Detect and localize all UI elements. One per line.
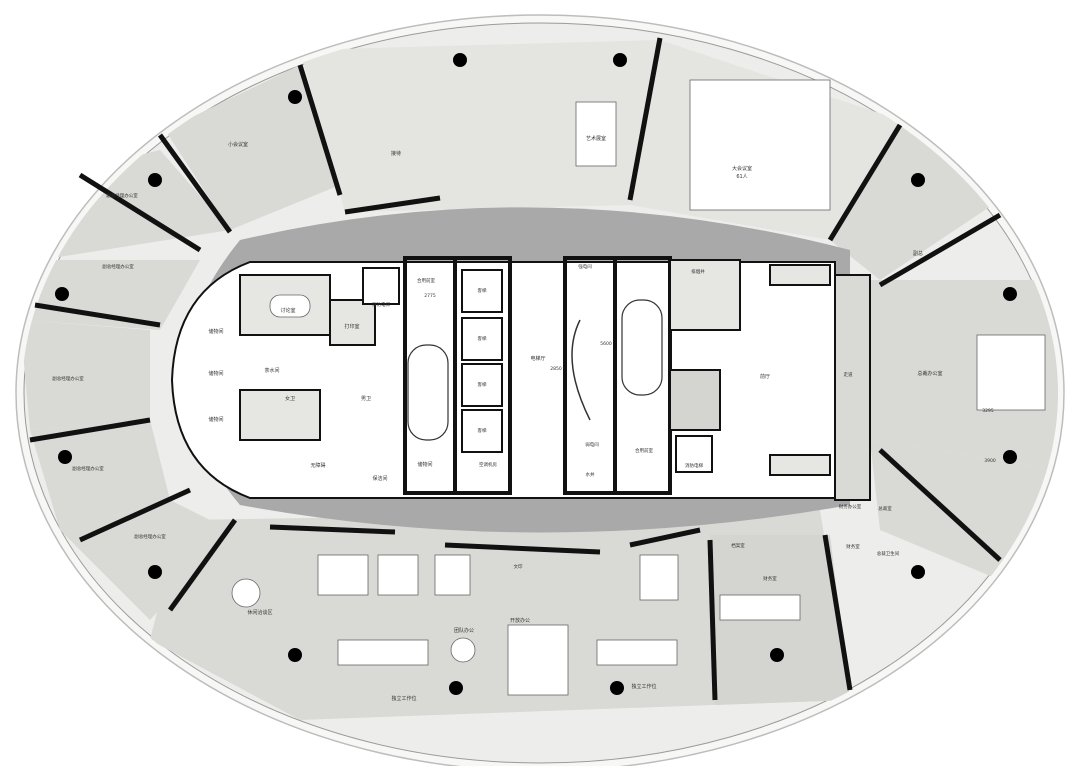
label-president: 总裁办公室: [917, 370, 942, 377]
label-fire-elevator-1: 消防电梯: [372, 301, 390, 308]
label-lobby: 前厅: [760, 373, 770, 380]
label-cleaning: 保洁间: [372, 475, 387, 482]
label-elevator-1: 客梯: [478, 287, 487, 294]
room-labels: 小会议室 副总经理办公室 副总经理办公室 副总经理办公室 副总经理办公室 副总经…: [52, 135, 996, 702]
label-storage-1: 储物间: [208, 328, 223, 335]
label-dim-5: 2775: [424, 293, 436, 299]
label-stair-front: 合用前室: [417, 277, 435, 284]
label-discussion: 讨论室: [280, 307, 295, 314]
label-independent-2: 独立工作位: [631, 683, 656, 690]
label-dim-3: 2850: [550, 366, 562, 372]
label-large-meeting-cap: 61人: [736, 174, 747, 180]
label-finance-2: 财务室: [763, 575, 777, 582]
office-deputy-2: [22, 260, 200, 330]
label-stair-front-2: 合用前室: [635, 447, 653, 454]
office-right-1: [830, 120, 1000, 280]
label-leisure: 休闲洽谈区: [247, 609, 272, 616]
label-deputy-4: 副总经理办公室: [72, 465, 104, 472]
label-deputy-5: 副总经理办公室: [134, 533, 166, 540]
label-smoke: 排烟井: [691, 268, 705, 275]
label-water: 水井: [586, 471, 595, 478]
label-team-office: 团队办公: [454, 627, 474, 634]
label-weak-elec: 弱电间: [585, 441, 599, 448]
label-male-toilet: 男卫: [361, 396, 371, 402]
office-right-3: [870, 440, 1058, 580]
office-small-meeting: [165, 65, 340, 230]
label-elevator-4: 客梯: [478, 427, 487, 434]
label-reception: 接待: [391, 150, 401, 157]
label-president-top: 副总: [913, 250, 923, 257]
core-partitions: [239, 256, 871, 501]
art-exhibition: [300, 40, 660, 212]
label-elevator-3: 客梯: [478, 381, 487, 388]
label-mechanical: 空调机房: [479, 461, 497, 468]
label-dim-2: 3900: [984, 458, 996, 464]
office-deputy-4: [30, 420, 170, 530]
label-elevator-2: 客梯: [478, 335, 487, 342]
label-deputy-3: 副总经理办公室: [52, 375, 84, 382]
label-finance-room: 财务室: [846, 543, 860, 550]
label-dim-1: 3295: [982, 408, 994, 414]
label-finance-office: 财务办公室: [839, 503, 862, 510]
label-open-office: 开放办公: [510, 617, 530, 624]
label-small-meeting: 小会议室: [228, 141, 248, 148]
label-art-room: 艺术展室: [586, 135, 606, 142]
label-corridor: 走道: [844, 371, 853, 378]
label-elevator-hall: 电梯厅: [530, 355, 545, 362]
label-independent-1: 独立工作位: [391, 695, 416, 702]
label-president-toilet: 总裁卫生间: [877, 550, 900, 557]
furniture-desks: [231, 79, 1046, 696]
label-print-2: 文印: [514, 563, 523, 570]
office-deputy-3: [22, 320, 150, 430]
label-fire-elevator-2: 消防电梯: [685, 462, 703, 469]
label-pantry: 茶水间: [264, 367, 279, 374]
label-large-meeting: 大会议室: [732, 165, 752, 172]
office-sectors: [22, 40, 1058, 720]
label-deputy-1: 副总经理办公室: [106, 192, 138, 199]
label-elec: 强电间: [578, 263, 592, 270]
label-storage-3: 储物间: [208, 416, 223, 423]
label-dim-4: 5600: [600, 341, 612, 347]
label-female-toilet: 女卫: [285, 395, 295, 402]
label-deputy-2: 副总经理办公室: [102, 263, 134, 270]
label-storage-4: 储物间: [417, 461, 432, 468]
partition-walls: [29, 37, 1002, 701]
office-president: [870, 280, 1058, 470]
label-storage-2: 储物间: [208, 370, 223, 377]
label-accessible: 无障碍: [310, 462, 325, 469]
label-printing: 打印室: [344, 323, 359, 330]
label-archive: 档案室: [731, 542, 745, 549]
label-general-office: 总裁室: [878, 505, 892, 512]
